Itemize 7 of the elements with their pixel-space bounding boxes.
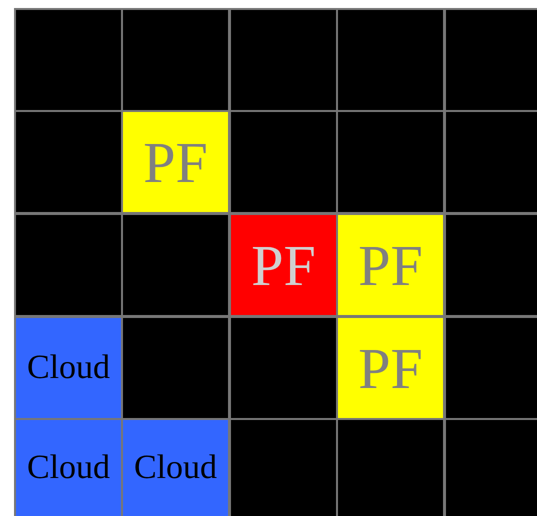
table-cell: Cloud bbox=[14, 418, 123, 516]
table-cell: Cloud bbox=[121, 418, 230, 516]
table-cell: PF bbox=[336, 213, 445, 317]
table-cell: PF bbox=[336, 316, 445, 420]
table-cell: PF bbox=[121, 110, 230, 214]
table-cell: Cloud bbox=[14, 316, 123, 420]
table-cell: PF bbox=[229, 213, 338, 317]
